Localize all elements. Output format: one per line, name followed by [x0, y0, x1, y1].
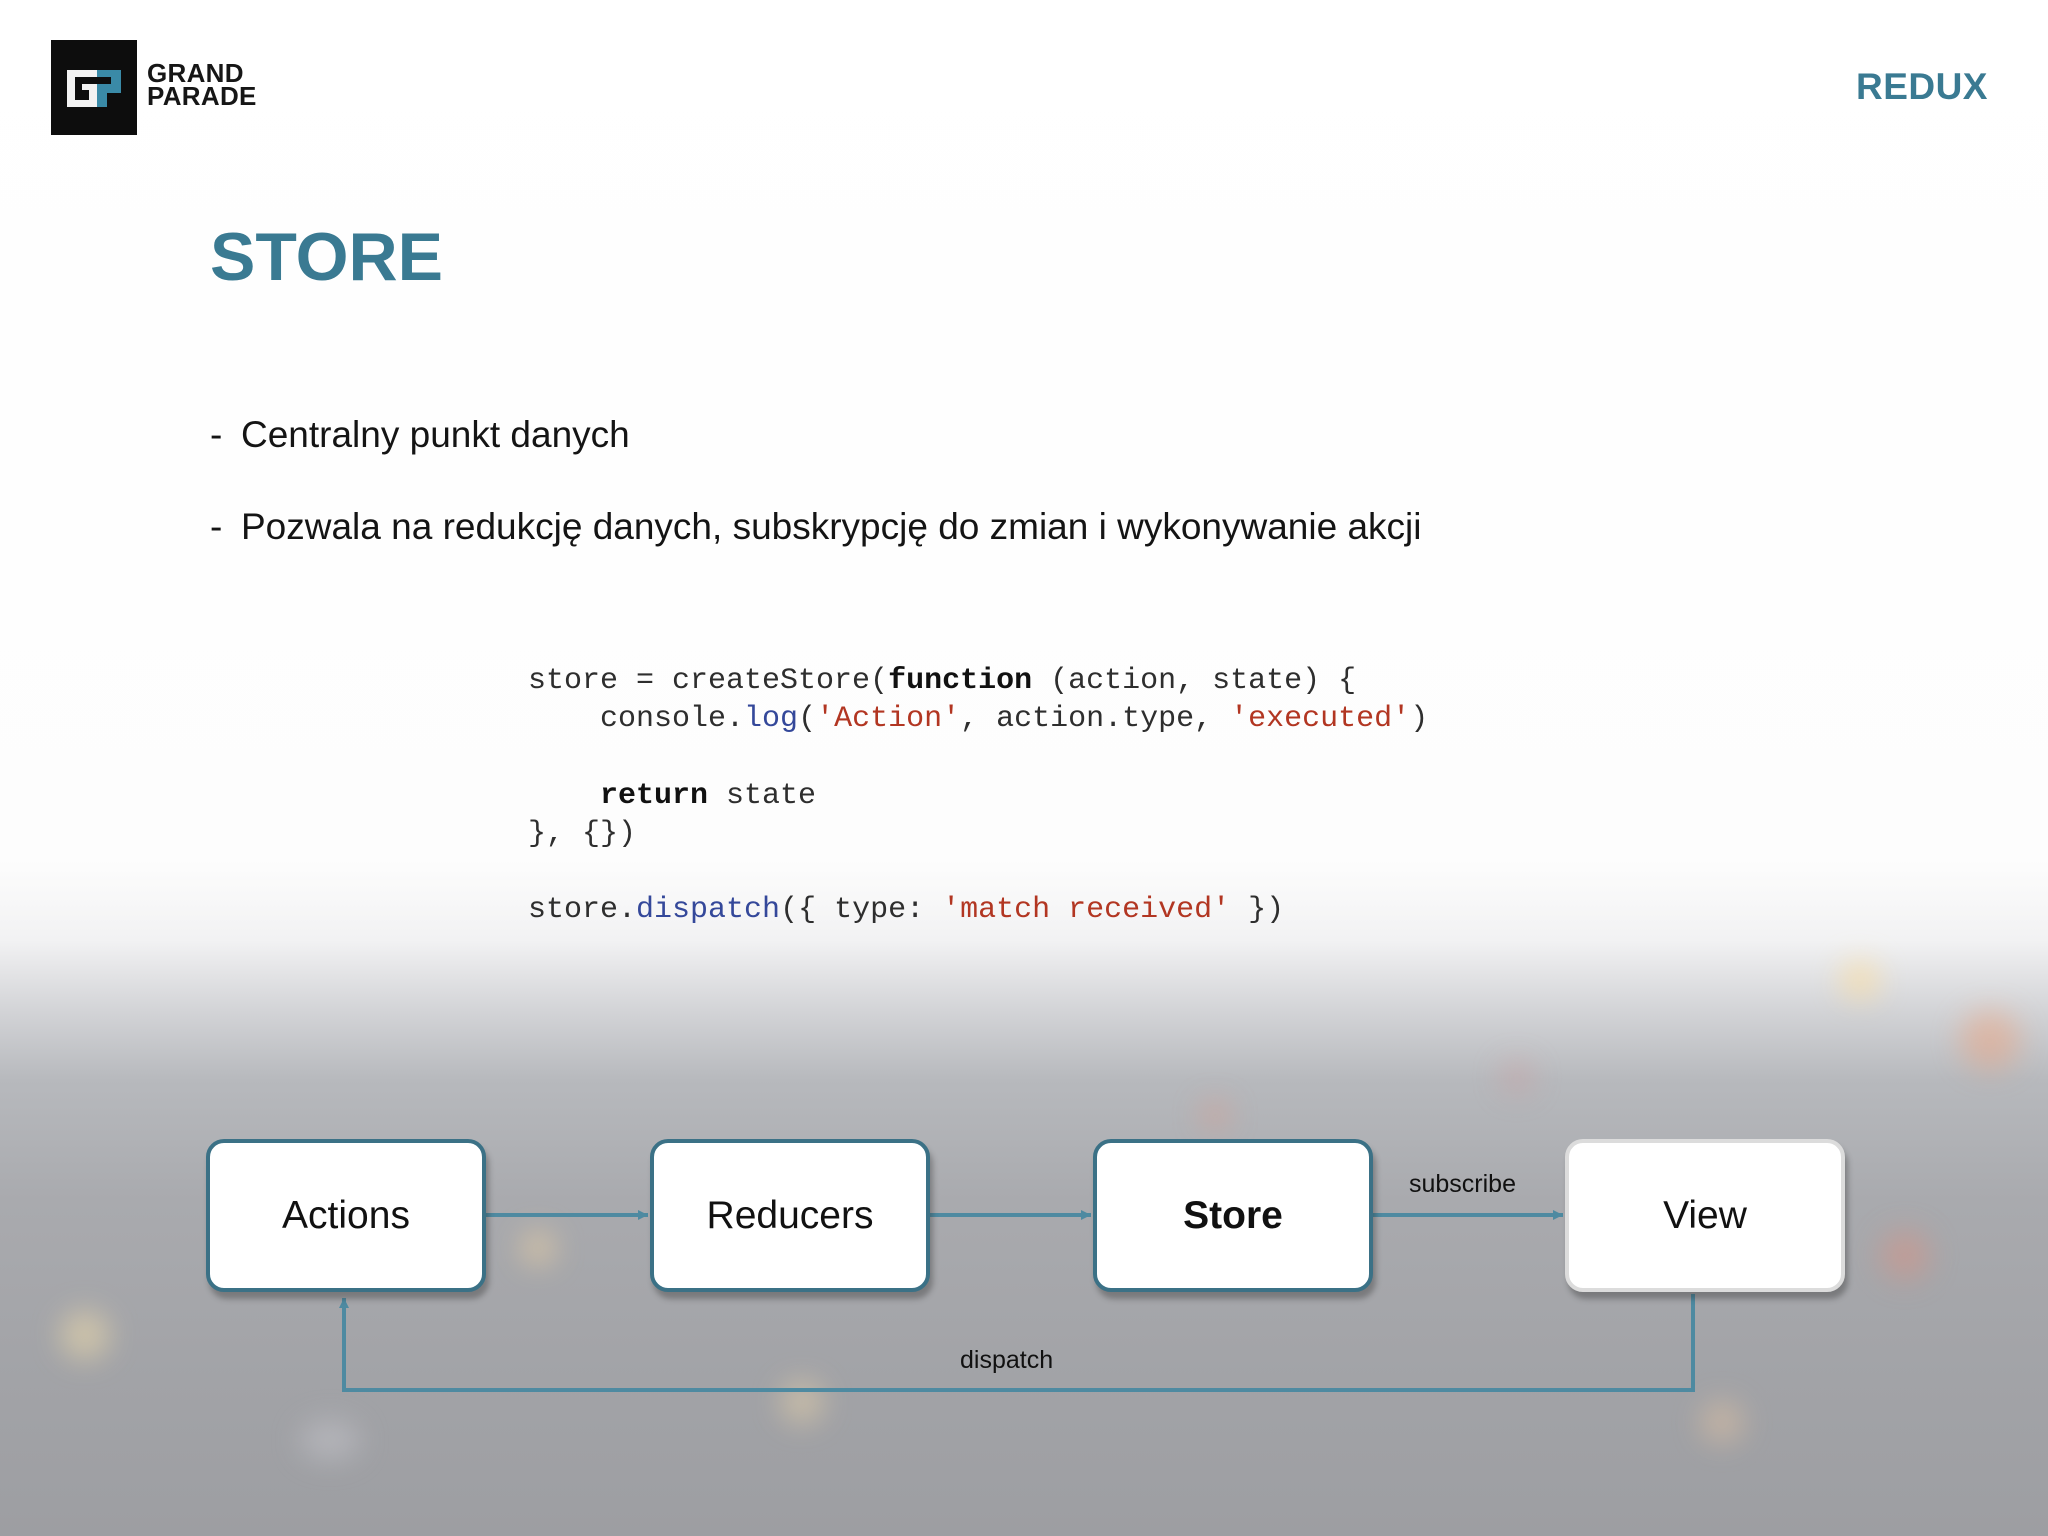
grand-parade-logo: GRAND PARADE	[51, 40, 261, 135]
node-actions: Actions	[206, 1139, 486, 1292]
code-line-5: }, {})	[528, 816, 637, 851]
section-label: REDUX	[1855, 66, 1988, 107]
bullet-item: - Pozwala na redukcję danych, subskrypcj…	[210, 506, 1421, 548]
edge-label-dispatch: dispatch	[960, 1346, 1054, 1374]
bullet-item: - Centralny punkt danych	[210, 414, 630, 456]
bullet-text: Centralny punkt danych	[241, 414, 630, 455]
node-store: Store	[1093, 1139, 1373, 1292]
gp-logo-mark	[51, 40, 137, 135]
code-line-2: console.log('Action', action.type, 'exec…	[528, 702, 1429, 737]
arrow-view-to-actions-dispatch	[339, 1294, 1695, 1392]
code-line-1: store = createStore(function (action, st…	[528, 664, 1357, 698]
node-reducers: Reducers	[650, 1139, 930, 1292]
gp-monogram-icon	[51, 40, 137, 135]
page-title: STORE	[210, 219, 444, 295]
bullet-dash: -	[210, 414, 223, 455]
node-view: View	[1565, 1139, 1845, 1292]
bullet-text: Pozwala na redukcję danych, subskrypcję …	[241, 506, 1422, 547]
logo-word-grand: GRAND	[147, 58, 244, 88]
code-line-4: return state	[600, 778, 817, 813]
bullet-dash: -	[210, 506, 223, 547]
logo-wordmark: GRAND PARADE	[147, 58, 257, 111]
code-snippet: store = createStore(function (action, st…	[528, 662, 1428, 929]
logo-word-parade: PARADE	[147, 81, 257, 111]
code-line-7: store.dispatch({ type: 'match received' …	[528, 893, 1285, 928]
edge-label-subscribe: subscribe	[1409, 1170, 1516, 1198]
